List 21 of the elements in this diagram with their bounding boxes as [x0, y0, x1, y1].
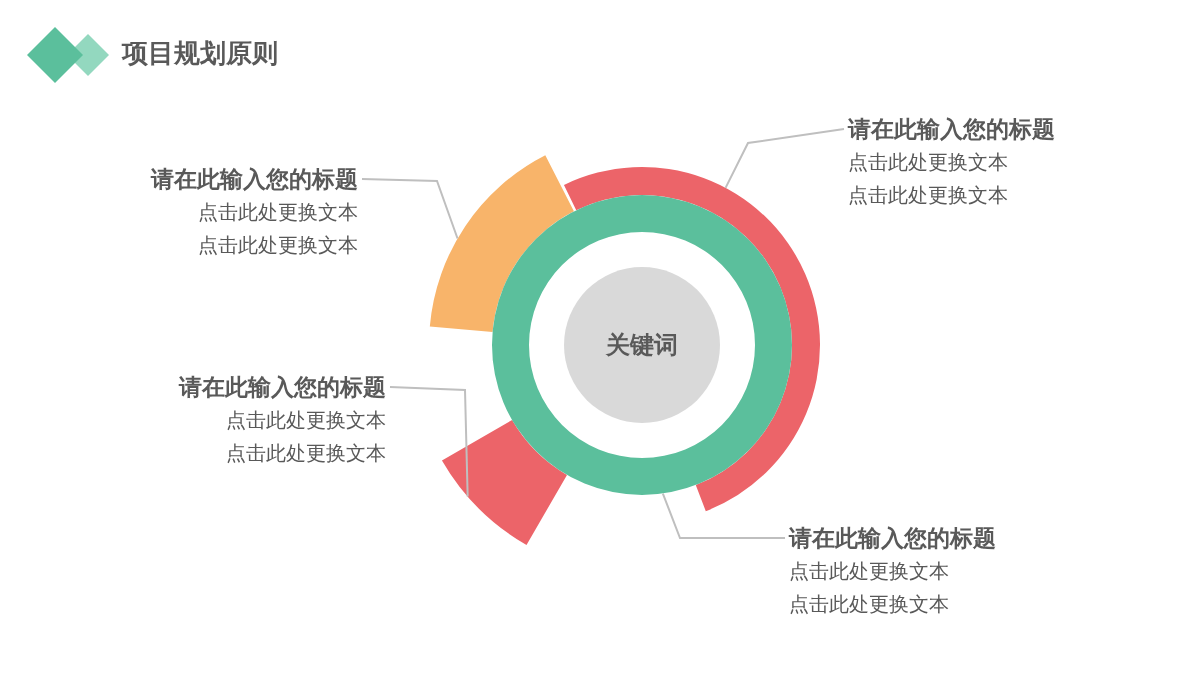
- leader-line: [389, 386, 469, 498]
- item-description: 点击此处更换文本: [789, 591, 949, 618]
- leader-line: [361, 178, 459, 240]
- item-heading: 请在此输入您的标题: [151, 165, 358, 194]
- page-title: 项目规划原则: [122, 37, 278, 70]
- keyword-label: 关键词: [606, 330, 678, 361]
- item-description: 点击此处更换文本: [198, 199, 358, 226]
- ring-segment: [429, 155, 574, 332]
- item-heading: 请在此输入您的标题: [848, 115, 1055, 144]
- item-description: 点击此处更换文本: [848, 149, 1008, 176]
- item-description: 点击此处更换文本: [198, 232, 358, 259]
- item-description: 点击此处更换文本: [226, 440, 386, 467]
- item-description: 点击此处更换文本: [848, 182, 1008, 209]
- leader-line: [724, 128, 845, 189]
- item-description: 点击此处更换文本: [226, 407, 386, 434]
- item-description: 点击此处更换文本: [789, 558, 949, 585]
- ring-segment: [441, 420, 567, 546]
- ring-arc: [563, 167, 820, 512]
- item-heading: 请在此输入您的标题: [179, 373, 386, 402]
- item-heading: 请在此输入您的标题: [789, 524, 996, 553]
- leader-line: [661, 492, 786, 539]
